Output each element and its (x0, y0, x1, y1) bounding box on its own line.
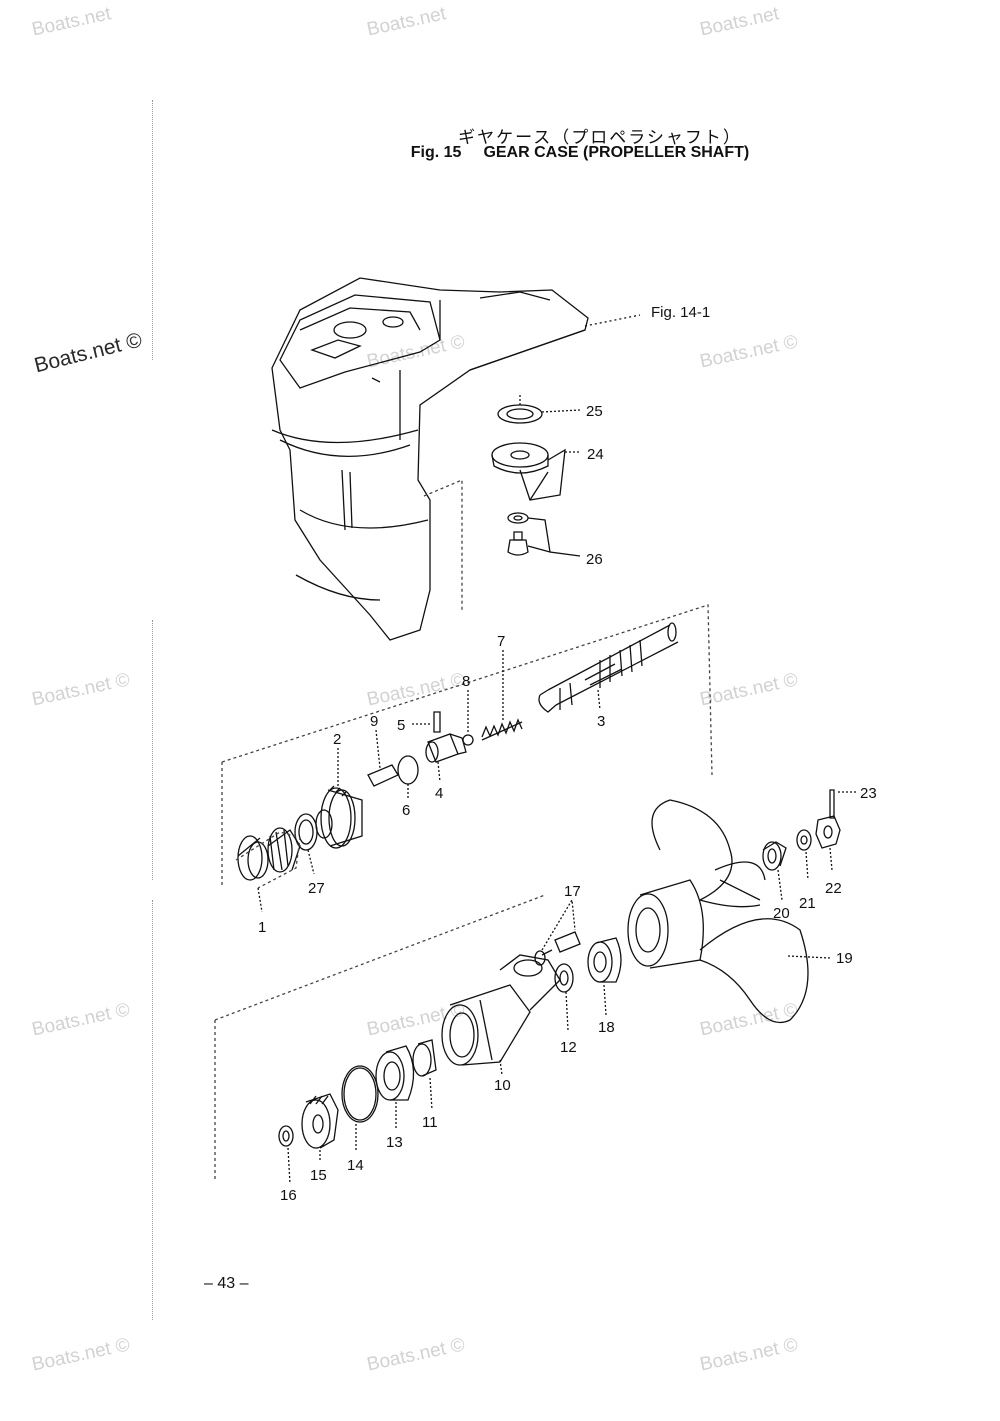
label-part-19: 19 (836, 950, 853, 967)
margin-line-lower (152, 900, 154, 1320)
label-part-23: 23 (860, 785, 877, 802)
label-part-10: 10 (494, 1077, 511, 1094)
part-26-bolt (507, 539, 529, 556)
part-4-clutch (425, 733, 467, 763)
label-part-11: 11 (422, 1114, 438, 1131)
label-part-25: 25 (586, 403, 603, 420)
part-5-pin (433, 711, 441, 733)
label-part-8: 8 (462, 673, 470, 690)
label-part-14: 14 (347, 1157, 364, 1174)
part-7-spring (481, 718, 523, 738)
label-part-27: 27 (308, 880, 325, 897)
part-9-pin (367, 764, 399, 787)
part-12-oil-seal (554, 963, 574, 993)
group-outline-shaft (221, 604, 713, 885)
part-10-shaft-housing (441, 954, 561, 1066)
label-part-22: 22 (825, 880, 842, 897)
part-22-nut (815, 815, 841, 849)
part-16-shim (278, 1125, 294, 1147)
label-part-12: 12 (560, 1039, 577, 1056)
margin-line-middle (152, 620, 154, 880)
figure-title: Fig. 15 GEAR CASE (PROPELLER SHAFT) (0, 144, 1000, 162)
label-part-3: 3 (597, 713, 605, 730)
label-part-5: 5 (397, 717, 405, 734)
part-6-ring (397, 755, 419, 785)
part-3-propeller-shaft (538, 622, 679, 713)
part-24-anode (491, 442, 566, 501)
label-part-17: 17 (564, 883, 581, 900)
group-outline-upper (423, 479, 463, 610)
part-27-shim (294, 813, 318, 851)
part-11-bearing (412, 1043, 432, 1077)
part-26-washer (507, 512, 529, 524)
part-14-o-ring (341, 1065, 379, 1123)
label-part-7: 7 (497, 633, 505, 650)
part-23-cotter-pin (829, 789, 835, 819)
part-17-bolt (554, 931, 581, 953)
group-outline-lower (214, 894, 546, 1180)
part-8-ball (462, 734, 474, 746)
part-20-spacer (762, 841, 782, 871)
label-part-9: 9 (370, 713, 378, 730)
margin-line-upper (152, 100, 154, 360)
part-15-gear (301, 1093, 339, 1149)
page-number: – 43 – (204, 1275, 249, 1292)
gear-case-housing (271, 277, 589, 641)
part-18-thrust-holder (587, 937, 622, 983)
figure-name: GEAR CASE (PROPELLER SHAFT) (483, 144, 750, 161)
label-part-4: 4 (435, 785, 443, 802)
part-25-washer (497, 404, 543, 424)
label-part-13: 13 (386, 1134, 403, 1151)
part-2-gear (315, 785, 363, 849)
label-part-6: 6 (402, 802, 410, 819)
title-japanese: ギヤケース（プロペラシャフト） (458, 128, 742, 147)
label-part-18: 18 (598, 1019, 615, 1036)
leader-fig-14-1 (584, 314, 641, 327)
label-part-20: 20 (773, 905, 790, 922)
label-part-16: 16 (280, 1187, 297, 1204)
part-13-ball-bearing (375, 1045, 415, 1101)
label-part-2: 2 (333, 731, 341, 748)
figure-number: Fig. 15 (410, 144, 462, 161)
label-part-15: 15 (310, 1167, 327, 1184)
ref-fig-14-1: Fig. 14-1 (651, 304, 710, 321)
part-19-propeller (627, 799, 809, 1024)
part-21-washer (796, 829, 812, 851)
label-part-1: 1 (258, 919, 266, 936)
label-part-24: 24 (587, 446, 604, 463)
part-1-bearing (237, 827, 301, 881)
label-part-21: 21 (799, 895, 816, 912)
label-part-26: 26 (586, 551, 603, 568)
